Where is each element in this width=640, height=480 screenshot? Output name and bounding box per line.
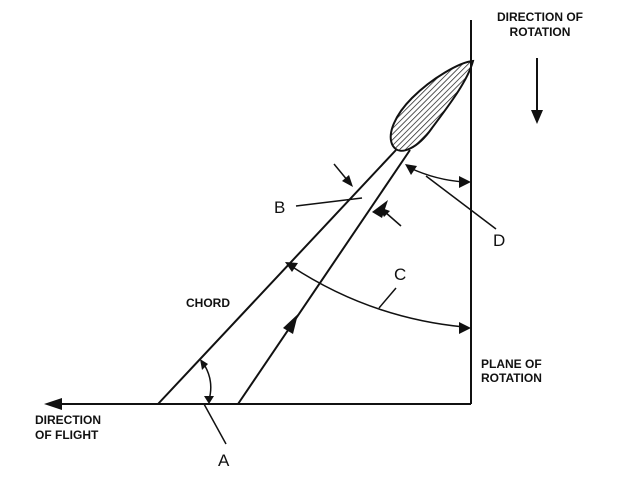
angle-b-arrow-lower [384,211,402,227]
angle-c-label: C [394,265,406,284]
angle-a-arc [204,365,212,401]
plane-of-rotation-label-line1: PLANE OF [481,357,542,371]
angle-b-label: B [274,198,285,217]
plane-of-rotation-label-line2: ROTATION [481,371,542,385]
angle-b-arrowhead-lower [379,207,390,217]
angle-b-leader [295,197,363,207]
angle-d-leader [425,175,497,230]
airfoil-shape [389,59,475,152]
direction-of-flight-label-line1: DIRECTION [35,413,101,427]
angle-c-arc [290,265,465,328]
angle-d-label: D [493,231,505,250]
angle-b-arrowhead-upper [342,175,353,187]
angle-a-label: A [218,451,230,470]
angle-c-arrowhead-left [285,262,298,272]
angle-d-arrowhead-right [459,176,471,188]
direction-of-flight-arrowhead [44,398,62,410]
chord-label: CHORD [186,296,230,310]
relative-wind-arrowhead-1 [283,314,298,334]
direction-of-rotation-arrowhead [531,110,543,124]
direction-of-rotation-label-line2: ROTATION [510,25,571,39]
direction-of-flight-label-line2: OF FLIGHT [35,428,99,442]
direction-of-rotation-label-line1: DIRECTION OF [497,10,583,24]
angle-d-arc [409,167,465,183]
angle-d-arrowhead-left [405,164,417,175]
angle-a-leader [203,403,227,445]
angle-c-arrowhead-right [459,322,471,334]
angle-a-arrowhead-top [200,359,208,370]
angle-c-leader [378,287,397,309]
chord-line [157,149,397,405]
angle-a-arrowhead-bottom [204,396,214,404]
relative-wind-line [237,149,411,405]
